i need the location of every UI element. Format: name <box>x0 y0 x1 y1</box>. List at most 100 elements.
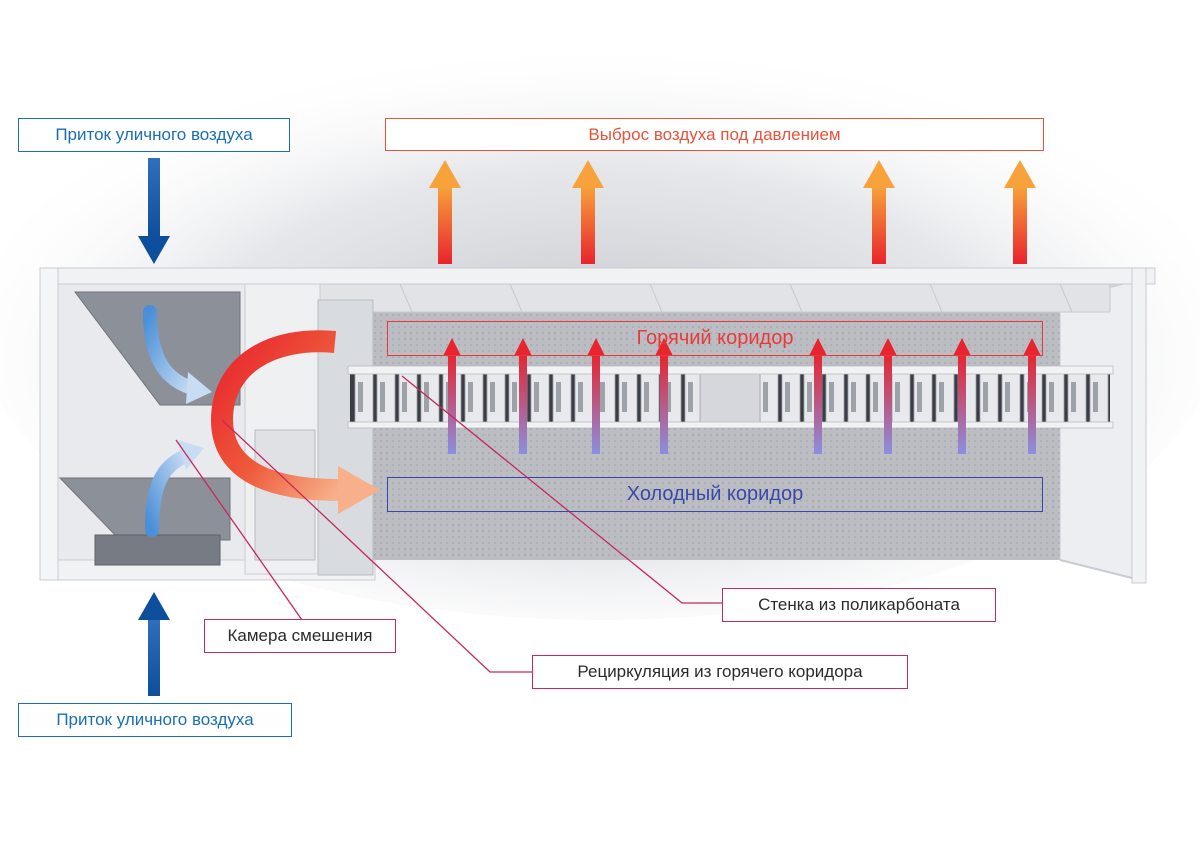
server-unit-detail <box>1049 382 1054 412</box>
server-unit-detail <box>688 382 693 412</box>
intake-arrow-top <box>138 158 170 264</box>
server-unit <box>847 371 867 425</box>
swirl-arrow-upper-head <box>186 372 212 404</box>
server-unit-detail <box>873 382 878 412</box>
heat-arrow-head <box>879 338 897 356</box>
swirl-arrow-lower <box>145 449 193 537</box>
cold-aisle-zone: Холодный коридор <box>387 477 1043 512</box>
server-unit-detail <box>807 382 812 412</box>
server-unit <box>1067 371 1087 425</box>
server-unit-detail <box>380 382 385 412</box>
right-post <box>1131 267 1147 584</box>
exhaust-arrow-shaft <box>872 186 886 264</box>
rack-heat-arrows <box>443 338 1041 454</box>
rack-bottom-shelf <box>347 421 1114 429</box>
recirculation-label: Рециркуляция из горячего коридора <box>532 655 908 689</box>
server-unit-detail <box>358 382 363 412</box>
server-unit <box>1001 371 1021 425</box>
heat-arrow-head <box>953 338 971 356</box>
server-unit-detail <box>983 382 988 412</box>
exhaust-arrow-head <box>429 160 461 188</box>
heat-arrow-shaft <box>448 354 456 454</box>
exhaust-arrow-head <box>572 160 604 188</box>
polycarbonate-wall-label: Стенка из поликарбоната <box>722 588 996 622</box>
server-unit-detail <box>1005 382 1010 412</box>
heat-arrow-shaft <box>814 354 822 454</box>
server-unit <box>913 371 933 425</box>
top-rail <box>39 267 1156 285</box>
callout-lines <box>175 375 722 673</box>
server-unit-detail <box>578 382 583 412</box>
heat-arrow-shaft <box>592 354 600 454</box>
heat-arrow-head <box>514 338 532 356</box>
server-unit <box>979 371 999 425</box>
recirculation-arrow-head <box>338 466 380 514</box>
exhaust-arrow-head <box>863 160 895 188</box>
server-unit-detail <box>622 382 627 412</box>
hot-aisle-zone: Горячий коридор <box>387 321 1043 356</box>
server-unit <box>530 371 550 425</box>
heat-arrow-shaft <box>660 354 668 454</box>
server-unit <box>759 371 779 425</box>
rack-top-shelf <box>347 365 1114 375</box>
server-unit-detail <box>851 382 856 412</box>
server-unit <box>618 371 638 425</box>
server-unit-detail <box>512 382 517 412</box>
right-frame-line <box>1059 559 1141 581</box>
exhaust-label: Выброс воздуха под давлением <box>385 118 1044 151</box>
server-unit-detail <box>895 382 900 412</box>
server-unit <box>935 371 955 425</box>
server-unit <box>781 371 801 425</box>
heat-arrow-shaft <box>884 354 892 454</box>
heat-arrow-head <box>443 338 461 356</box>
server-unit-detail <box>424 382 429 412</box>
server-unit <box>640 371 660 425</box>
heat-arrow-head <box>655 338 673 356</box>
exhaust-arrow-shaft <box>438 186 452 264</box>
swirl-arrow-lower-head <box>178 440 204 470</box>
heat-arrow-shaft <box>958 354 966 454</box>
server-unit-detail <box>644 382 649 412</box>
server-unit-detail <box>939 382 944 412</box>
server-unit-detail <box>402 382 407 412</box>
right-end-wall <box>1059 279 1141 581</box>
bottom-filter-tray <box>94 534 221 566</box>
exhaust-arrow-shaft <box>581 186 595 264</box>
server-unit <box>376 371 396 425</box>
left-post <box>39 267 59 581</box>
rack-gap-unit <box>699 371 761 425</box>
heat-arrow-shaft <box>519 354 527 454</box>
mixing-chamber-label: Камера смешения <box>204 619 396 653</box>
lower-filter <box>58 477 231 541</box>
server-unit-detail <box>666 382 671 412</box>
server-unit <box>398 371 418 425</box>
server-unit <box>552 371 572 425</box>
server-unit-detail <box>468 382 473 412</box>
heat-arrow-shaft <box>1028 354 1036 454</box>
server-unit-detail <box>763 382 768 412</box>
intake-top-label: Приток уличного воздуха <box>18 118 290 152</box>
heat-arrow-head <box>587 338 605 356</box>
server-unit-detail <box>1093 382 1098 412</box>
heat-arrow-head <box>809 338 827 356</box>
floor <box>318 300 1110 560</box>
server-unit-detail <box>829 382 834 412</box>
exhaust-arrow-shaft <box>1013 186 1027 264</box>
intake-arrow-bottom <box>138 592 170 696</box>
server-unit-detail <box>490 382 495 412</box>
hot-aisle-label: Горячий коридор <box>636 327 794 349</box>
heat-arrow-head <box>1023 338 1041 356</box>
ceiling-beams <box>317 283 1111 313</box>
server-unit-detail <box>917 382 922 412</box>
exhaust-arrows <box>429 160 1036 264</box>
server-unit <box>486 371 506 425</box>
cold-aisle-label: Холодный коридор <box>626 483 804 505</box>
server-unit <box>1089 371 1109 425</box>
server-unit <box>464 371 484 425</box>
swirl-arrow-upper <box>143 305 199 395</box>
intake-bottom-label: Приток уличного воздуха <box>18 703 292 737</box>
server-unit-detail <box>600 382 605 412</box>
server-unit <box>825 371 845 425</box>
server-unit-detail <box>1071 382 1076 412</box>
